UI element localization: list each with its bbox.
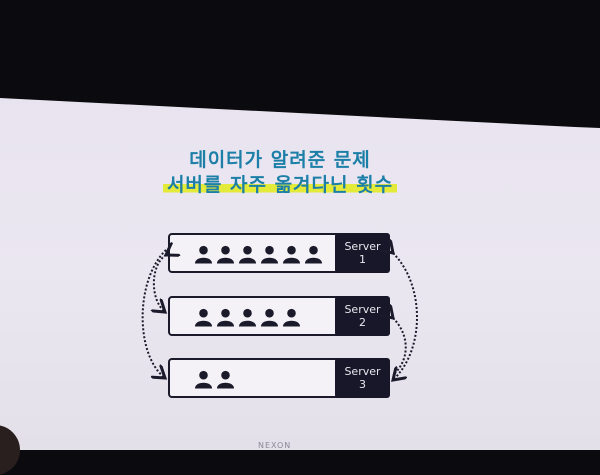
person-icon [304,244,323,264]
person-icon [238,244,257,264]
arrow-s1-to-s3-right [393,253,418,380]
server-name: Server [344,303,381,316]
highlighted-subtitle: 서버를 자주 옮겨다닌 횟수 [162,174,398,196]
server-name: Server [344,365,381,378]
user-group [194,369,235,389]
server-name: Server [344,240,381,253]
server-number: 2 [359,316,366,329]
arrow-s1-to-s2-left [154,255,166,312]
person-icon [216,369,235,389]
slide-subtitle: 서버를 자주 옮겨다닌 횟수 [0,170,560,197]
user-group [194,307,301,327]
person-icon [194,369,213,389]
person-icon [194,307,213,327]
person-icon [216,307,235,327]
person-icon [216,244,235,264]
nexon-logo: NEXON [258,441,292,450]
person-icon [238,307,257,327]
slide-title: 데이터가 알려준 문제 [189,149,371,171]
migration-arrows [141,0,418,450]
server-number: 3 [359,378,366,391]
person-icon [260,307,279,327]
person-icon [282,244,301,264]
server-number: 1 [359,253,366,266]
arrow-s1-to-s3-left [141,249,166,378]
person-icon [282,307,301,327]
person-icon [260,244,279,264]
person-icon [194,244,213,264]
user-group [194,244,323,264]
arrow-s2-to-s3-right [393,318,407,376]
